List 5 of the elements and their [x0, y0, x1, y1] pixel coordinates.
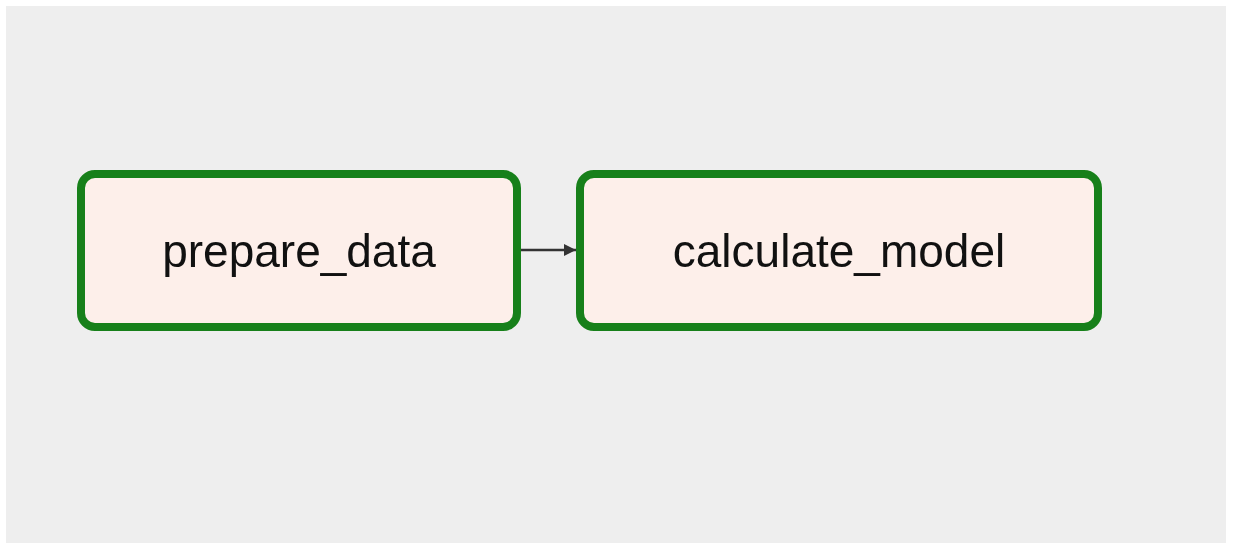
task-box — [576, 170, 1102, 331]
task-label: prepare_data — [162, 223, 436, 278]
task-label: calculate_model — [672, 223, 1006, 278]
arrow — [521, 243, 576, 257]
task-box — [77, 170, 521, 331]
